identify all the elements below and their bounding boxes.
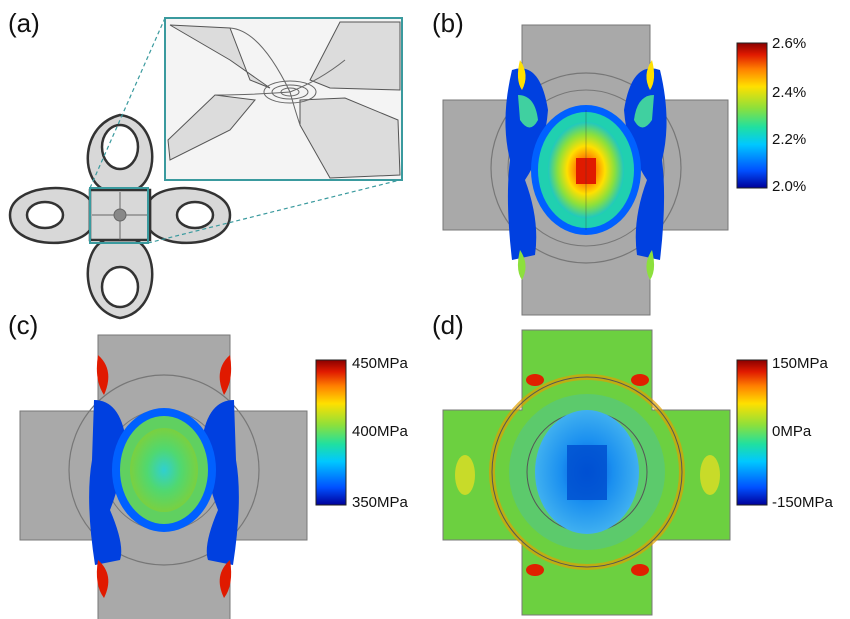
panel-c-side-bands	[89, 355, 239, 598]
colorbar-b	[736, 42, 768, 189]
panel-label-d: (d)	[432, 310, 464, 340]
panel-label-a: (a)	[8, 8, 40, 38]
colorbar-b-tick-2: 2.4%	[772, 84, 807, 101]
panel-label-b: (b)	[432, 8, 464, 38]
colorbar-c-tick-mid: 400MPa	[352, 423, 408, 440]
panel-a-device	[8, 17, 401, 320]
panel-b-strain-map	[442, 24, 729, 316]
panel-c-stress-map	[19, 334, 308, 619]
colorbar-d	[736, 359, 768, 506]
colorbar-c-tick-min: 350MPa	[352, 494, 408, 511]
panel-label-c: (c)	[8, 310, 39, 340]
panel-a-zoom-inset	[164, 17, 403, 181]
colorbar-b-tick-3: 2.2%	[772, 131, 807, 148]
colorbar-c-tick-max: 450MPa	[352, 355, 408, 372]
colorbar-c	[315, 359, 347, 506]
colorbar-b-tick-min: 2.0%	[772, 178, 807, 195]
colorbar-d-tick-min: -150MPa	[772, 494, 833, 511]
panel-d-stress-map	[442, 329, 731, 616]
panel-b-side-bands	[505, 60, 667, 280]
colorbar-d-tick-max: 150MPa	[772, 355, 828, 372]
colorbar-b-tick-max: 2.6%	[772, 35, 807, 52]
colorbar-d-tick-mid: 0MPa	[772, 423, 812, 440]
